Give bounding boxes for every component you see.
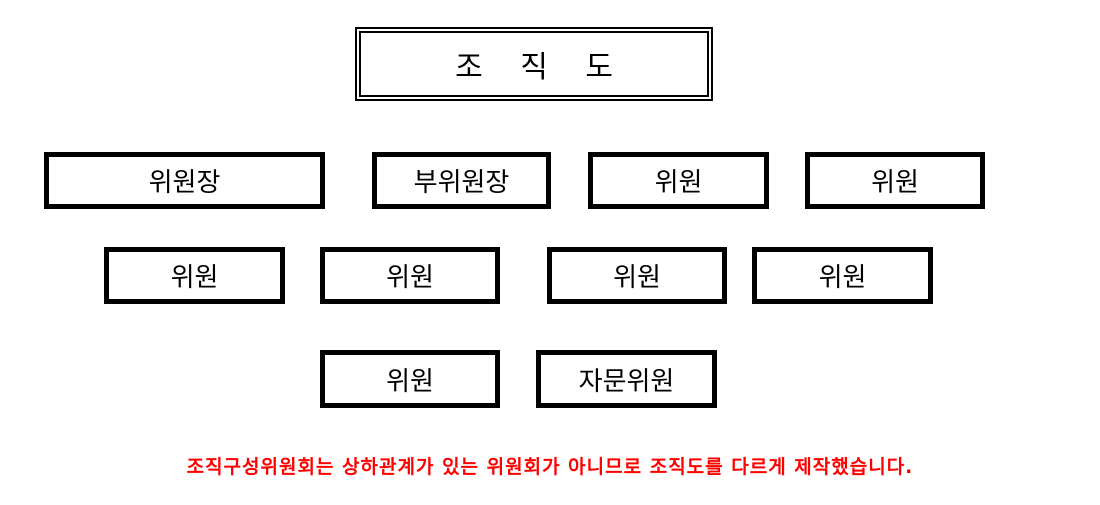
box-member: 위원 [104,247,285,304]
box-label: 위원 [871,168,919,198]
box-label: 위원 [818,263,867,293]
box-member: 위원 [588,152,769,209]
chart-title: 조 직 도 [455,50,627,85]
box-member: 위원 [752,247,933,304]
box-member: 위원 [805,152,985,209]
box-label: 부위원장 [413,168,510,198]
box-chairperson: 위원장 [44,152,325,209]
box-label: 위원장 [148,168,221,198]
box-label: 위원 [170,263,219,293]
box-vice-chairperson: 부위원장 [372,152,551,209]
box-label: 위원 [386,263,434,293]
box-advisory-member: 자문위원 [536,350,717,408]
box-label: 위원 [386,366,434,397]
box-label: 위원 [613,263,661,293]
box-member: 위원 [320,247,500,304]
explanatory-note: 조직구성위원회는 상하관계가 있는 위원회가 아니므로 조직도를 다르게 제작했… [186,456,914,478]
chart-title-box: 조 직 도 [355,27,713,101]
box-label: 위원 [654,168,703,198]
box-member: 위원 [547,247,727,304]
box-label: 자문위원 [578,366,675,397]
box-member: 위원 [320,350,500,408]
